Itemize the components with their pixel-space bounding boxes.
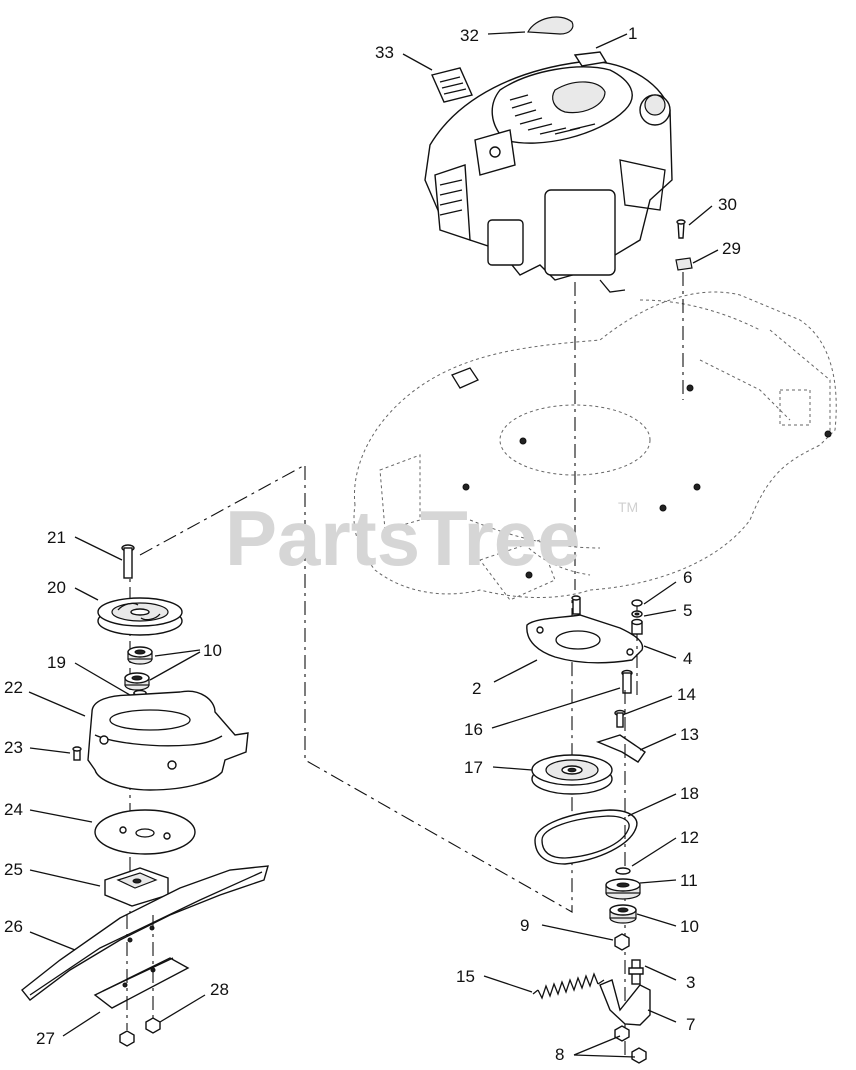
callout-1: 1 — [628, 24, 637, 43]
bracket-stud — [571, 595, 581, 615]
engine — [424, 51, 673, 293]
callout-29: 29 — [722, 239, 741, 258]
part-26-blade — [21, 865, 269, 1001]
callout-labels: 1 2 3 4 5 6 7 8 9 10 10 11 12 13 14 15 1… — [4, 24, 741, 1064]
part-24-disc — [94, 809, 196, 855]
callout-20: 20 — [47, 578, 66, 597]
callout-17: 17 — [464, 758, 483, 777]
part-32-cap — [527, 16, 574, 35]
callout-9: 9 — [520, 916, 529, 935]
part-22-housing — [87, 690, 249, 791]
part-2-bracket — [526, 614, 644, 664]
part-4-5-6-hardware — [631, 599, 643, 700]
part-15-spring — [532, 972, 605, 1000]
callout-10b: 10 — [680, 917, 699, 936]
callout-5: 5 — [683, 601, 692, 620]
callout-3: 3 — [686, 973, 695, 992]
callout-8: 8 — [555, 1045, 564, 1064]
part-18-belt — [534, 809, 638, 865]
part-21-bolt — [121, 544, 135, 579]
callout-4: 4 — [683, 649, 692, 668]
part-9-nut — [614, 933, 630, 951]
part-10-bearings-left — [124, 646, 153, 691]
callout-23: 23 — [4, 738, 23, 757]
callout-12: 12 — [680, 828, 699, 847]
callout-6: 6 — [683, 568, 692, 587]
part-33-decal — [431, 67, 473, 103]
watermark-tm: TM — [618, 499, 638, 515]
part-23-screw — [72, 746, 82, 761]
callout-21: 21 — [47, 528, 66, 547]
callout-leaders — [28, 31, 719, 1058]
watermark: PartsTree — [225, 494, 581, 582]
part-17-pulley — [531, 754, 613, 795]
callout-25: 25 — [4, 860, 23, 879]
part-30-screw — [676, 219, 686, 239]
callout-16: 16 — [464, 720, 483, 739]
part-10-bearing-right — [609, 904, 637, 924]
part-14-bolt — [614, 709, 626, 728]
part-27-plate — [93, 957, 190, 1009]
callout-2: 2 — [472, 679, 481, 698]
part-29-clip — [675, 257, 693, 271]
callout-14: 14 — [677, 685, 696, 704]
callout-13: 13 — [680, 725, 699, 744]
callout-28: 28 — [210, 980, 229, 999]
callout-30: 30 — [718, 195, 737, 214]
callout-7: 7 — [686, 1015, 695, 1034]
part-12-washer — [615, 867, 631, 875]
callout-10a: 10 — [203, 641, 222, 660]
callout-19: 19 — [47, 653, 66, 672]
callout-27: 27 — [36, 1029, 55, 1048]
callout-32: 32 — [460, 26, 479, 45]
callout-15: 15 — [456, 967, 475, 986]
callout-22: 22 — [4, 678, 23, 697]
part-3-stud — [628, 959, 644, 985]
part-13-bracket — [595, 734, 646, 763]
callout-33: 33 — [375, 43, 394, 62]
part-16-bolt — [621, 669, 633, 694]
mower-deck — [353, 291, 837, 601]
engine-cooling-fins — [509, 94, 596, 135]
callout-26: 26 — [4, 917, 23, 936]
callout-11: 11 — [680, 871, 698, 890]
callout-18: 18 — [680, 784, 699, 803]
part-11-bearing-housing — [605, 878, 641, 900]
part-7-idler-arm — [599, 979, 651, 1026]
callout-24: 24 — [4, 800, 23, 819]
part-28-nuts — [119, 915, 161, 1047]
part-20-pulley — [97, 597, 183, 636]
